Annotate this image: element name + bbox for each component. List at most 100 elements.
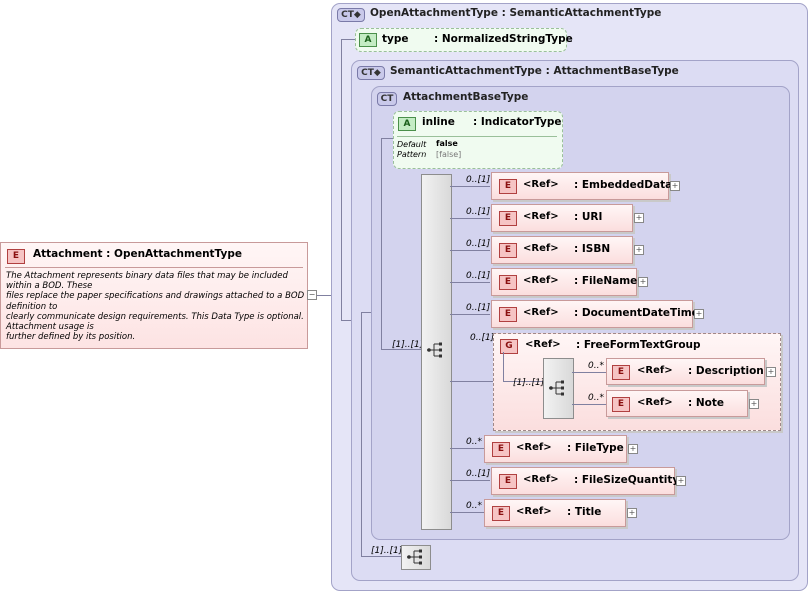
title-element[interactable]: E <Ref> : Title <box>484 499 626 527</box>
connector <box>450 381 493 382</box>
connector <box>381 138 393 139</box>
connector <box>450 314 490 315</box>
connector <box>381 349 421 350</box>
element-name: : URI <box>574 211 603 223</box>
connector <box>341 39 355 40</box>
connector <box>450 448 484 449</box>
element-ref: <Ref> <box>637 397 673 408</box>
element-cardinality: 0..* <box>588 361 604 371</box>
sequence-icon <box>549 380 564 396</box>
attribute-name: type <box>382 33 409 45</box>
root-element-title: Attachment : OpenAttachmentType <box>33 248 242 260</box>
doc-line: further defined by its position. <box>6 332 136 343</box>
sequence-icon <box>427 342 442 358</box>
element-badge-icon: E <box>499 275 517 290</box>
expand-toggle[interactable]: + <box>670 181 680 191</box>
attribute-type: : IndicatorType <box>473 116 562 128</box>
document-date-time-element[interactable]: E <Ref> : DocumentDateTime <box>491 300 699 328</box>
connector <box>450 250 490 251</box>
file-name-element[interactable]: E <Ref> : FileName <box>491 268 637 296</box>
expand-toggle[interactable]: + <box>766 367 776 377</box>
expand-toggle[interactable]: + <box>676 476 686 486</box>
default-value: false <box>436 139 458 148</box>
element-name: : FileName <box>574 275 638 287</box>
expand-toggle[interactable]: + <box>634 213 644 223</box>
connector <box>450 218 490 219</box>
element-badge-icon: E <box>499 179 517 194</box>
element-cardinality: 0..* <box>466 437 482 447</box>
expand-toggle[interactable]: + <box>694 309 704 319</box>
expand-toggle[interactable]: + <box>749 399 759 409</box>
file-size-quantity-element[interactable]: E <Ref> : FileSizeQuantity <box>491 467 679 495</box>
connector <box>572 404 606 405</box>
element-ref: <Ref> <box>523 243 559 254</box>
connector <box>381 138 382 349</box>
attribute-name: inline <box>422 116 455 128</box>
sequence-cardinality: [1]..[1] <box>392 340 424 350</box>
complex-type-badge-icon: CT <box>377 92 397 106</box>
uri-element[interactable]: E <Ref> : URI <box>491 204 633 232</box>
embedded-data-element[interactable]: E <Ref> : EmbeddedData <box>491 172 673 200</box>
note-element[interactable]: E <Ref> : Note <box>606 390 748 417</box>
element-ref: <Ref> <box>637 365 673 376</box>
element-name: : EmbeddedData <box>574 179 673 191</box>
element-badge-icon: E <box>492 506 510 521</box>
group-badge-icon: G <box>500 339 518 354</box>
element-cardinality: 0..[1] <box>466 175 491 185</box>
element-ref: <Ref> <box>523 275 559 286</box>
connector <box>450 512 484 513</box>
element-badge-icon: E <box>612 365 630 380</box>
outer-sequence-cardinality: [1]..[1] <box>371 546 403 556</box>
default-label: Default <box>397 140 427 149</box>
element-badge-icon: E <box>492 442 510 457</box>
connector <box>341 320 351 321</box>
root-element[interactable]: E Attachment : OpenAttachmentType The At… <box>0 242 308 349</box>
expand-toggle[interactable]: + <box>634 245 644 255</box>
connector <box>450 186 490 187</box>
element-badge-icon: E <box>499 243 517 258</box>
element-badge-icon: E <box>612 397 630 412</box>
isbn-element[interactable]: E <Ref> : ISBN <box>491 236 633 264</box>
element-badge-icon: E <box>499 211 517 226</box>
element-name: : FileSizeQuantity <box>574 474 680 486</box>
element-cardinality: 0..* <box>588 393 604 403</box>
title-divider <box>5 267 303 268</box>
element-ref: <Ref> <box>516 506 552 517</box>
semantic-attachment-type-title: SemanticAttachmentType : AttachmentBaseT… <box>390 65 679 77</box>
element-cardinality: 0..[1] <box>466 239 491 249</box>
sequence-bar[interactable] <box>421 174 452 530</box>
file-type-element[interactable]: E <Ref> : FileType <box>484 435 627 463</box>
type-attribute[interactable]: A type : NormalizedStringType <box>355 28 573 52</box>
element-cardinality: 0..[1] <box>466 303 491 313</box>
pattern-value: [false] <box>436 150 462 159</box>
element-badge-icon: E <box>499 474 517 489</box>
connector <box>503 352 504 381</box>
connector <box>361 312 362 550</box>
connector <box>450 282 490 283</box>
root-element-doc: The Attachment represents binary data fi… <box>6 271 307 342</box>
element-cardinality: 0..* <box>466 501 482 511</box>
element-ref: <Ref> <box>523 211 559 222</box>
expand-toggle[interactable]: + <box>628 444 638 454</box>
doc-line: clearly communicate design requirements.… <box>6 311 304 333</box>
inline-attribute[interactable]: A inline : IndicatorType Default false P… <box>393 111 563 169</box>
attribute-type: : NormalizedStringType <box>434 33 573 45</box>
doc-line: files replace the paper specifications a… <box>6 291 305 312</box>
doc-line: The Attachment represents binary data fi… <box>6 271 288 292</box>
element-ref: <Ref> <box>523 307 559 318</box>
description-element[interactable]: E <Ref> : Description <box>606 358 765 385</box>
collapse-toggle[interactable]: − <box>307 290 317 300</box>
expand-toggle[interactable]: + <box>638 277 648 287</box>
element-cardinality: 0..[1] <box>466 469 491 479</box>
connector <box>361 312 371 313</box>
connector <box>341 39 342 320</box>
expand-toggle[interactable]: + <box>627 508 637 518</box>
open-attachment-type-title: OpenAttachmentType : SemanticAttachmentT… <box>370 7 662 19</box>
element-name: : DocumentDateTime <box>574 307 699 319</box>
sequence-icon <box>407 549 422 565</box>
element-cardinality: 0..[1] <box>466 207 491 217</box>
element-ref: <Ref> <box>523 474 559 485</box>
element-name: : ISBN <box>574 243 611 255</box>
connector <box>503 381 543 382</box>
element-name: : Title <box>567 506 602 518</box>
